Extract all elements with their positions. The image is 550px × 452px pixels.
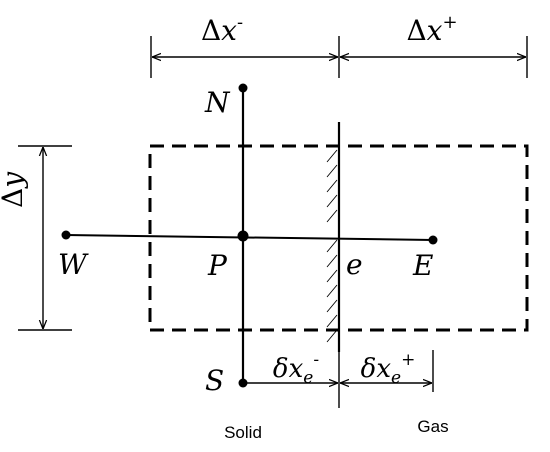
left-dimension bbox=[18, 145, 72, 331]
label-face-e: e bbox=[346, 248, 363, 281]
label-node-w: W bbox=[58, 248, 89, 281]
label-node-p: P bbox=[207, 249, 228, 282]
node-w-dot bbox=[61, 230, 71, 240]
label-delta-y: Δy bbox=[0, 171, 29, 208]
node-e-dot bbox=[428, 235, 438, 245]
horizontal-grid-line bbox=[65, 234, 434, 241]
top-dimension bbox=[150, 36, 528, 78]
label-node-e: E bbox=[412, 249, 433, 282]
label-solid-region: Solid bbox=[224, 423, 262, 442]
node-p-dot bbox=[237, 230, 249, 242]
label-gas-region: Gas bbox=[417, 417, 448, 436]
interface-hatching bbox=[326, 149, 338, 343]
label-node-s: S bbox=[205, 364, 224, 397]
label-delta-x-plus: Δx+ bbox=[406, 12, 457, 47]
label-delta-xe-plus: δxe+ bbox=[361, 350, 416, 388]
label-delta-x-minus: Δx- bbox=[201, 12, 243, 47]
bottom-dimension bbox=[244, 350, 434, 408]
label-node-n: N bbox=[204, 86, 231, 119]
node-n-dot bbox=[238, 83, 248, 93]
label-delta-xe-minus: δxe- bbox=[273, 350, 319, 388]
node-s-dot bbox=[238, 378, 248, 388]
